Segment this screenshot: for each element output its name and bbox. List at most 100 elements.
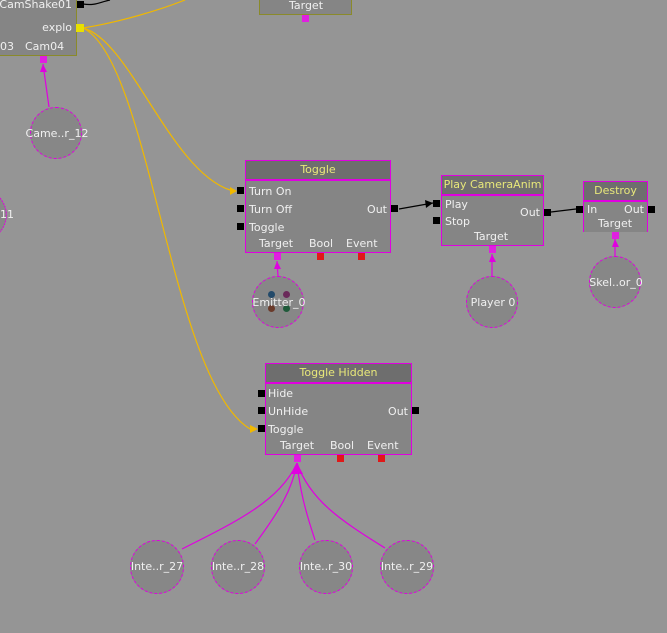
output-connector[interactable] (648, 206, 655, 213)
node-title: Toggle Hidden (266, 364, 411, 384)
output-connector[interactable] (391, 205, 398, 212)
input-connector[interactable] (258, 425, 265, 432)
play-camera-anim-node[interactable]: Play CameraAnim Play Stop Out Target (441, 175, 544, 246)
var-name: Player 0 (470, 296, 516, 309)
output-connector[interactable] (412, 407, 419, 414)
link-arrow (274, 261, 281, 269)
emitter-icon (268, 305, 275, 312)
var-connector[interactable] (489, 246, 496, 253)
input-label: Stop (445, 215, 471, 228)
input-label: Turn Off (249, 203, 293, 216)
link-arrow (612, 239, 619, 247)
var-label: Cam04 (25, 40, 65, 53)
link (296, 462, 386, 549)
input-label: Toggle (268, 423, 304, 436)
event-connector[interactable] (76, 24, 84, 32)
link (254, 462, 298, 545)
output-label: explo (42, 21, 72, 34)
link-arrow (489, 254, 496, 262)
link-arrow (40, 64, 47, 72)
toggle-node[interactable]: Toggle Turn On Turn Off Toggle Out Targe… (245, 160, 391, 253)
variable-left-shape (0, 197, 7, 233)
wire-explo-toggle (82, 27, 231, 191)
node-title: Destroy (584, 182, 647, 202)
destroy-node[interactable]: Destroy In Out Target (583, 181, 648, 232)
var-label: Event (367, 439, 399, 452)
variable-skel[interactable]: Skel..or_0 (589, 256, 643, 308)
var-name: Inte..r_30 (299, 560, 353, 573)
node-title: Play CameraAnim (442, 176, 543, 196)
var-label: Bool (330, 439, 355, 452)
link (276, 260, 279, 277)
var-name: Inte..r_28 (211, 560, 265, 573)
var-connector[interactable] (337, 455, 344, 462)
input-connector[interactable] (258, 407, 265, 414)
input-label: Play (445, 198, 468, 211)
var-connector[interactable] (378, 455, 385, 462)
variable-inte27[interactable]: Inte..r_27 (130, 540, 184, 594)
variable-camera[interactable]: Came..r_12 (26, 107, 88, 159)
top-node[interactable]: Target (259, 0, 352, 15)
var-name: Skel..or_0 (589, 276, 643, 289)
link (296, 462, 316, 541)
var-connector[interactable] (612, 232, 619, 239)
node-title: Toggle (246, 161, 390, 181)
input-label: In (587, 203, 598, 216)
output-label: Out (388, 405, 408, 418)
var-label: Target (474, 230, 509, 243)
link-arrow (291, 463, 303, 474)
var-connector[interactable] (40, 56, 47, 63)
cam-shake-node[interactable]: CamShake01 explo 03 Cam04 (0, 0, 77, 56)
output-connector[interactable] (544, 209, 551, 216)
var-connector[interactable] (317, 253, 324, 260)
output-label: Out (520, 206, 540, 219)
var-name: Came..r_12 (25, 127, 89, 140)
var-connector[interactable] (274, 253, 281, 260)
var-connector[interactable] (294, 455, 301, 462)
input-connector[interactable] (237, 205, 244, 212)
variable-emitter[interactable]: Emitter_0 (252, 276, 306, 328)
var-name: Inte..r_29 (380, 560, 434, 573)
var-label: Bool (309, 237, 334, 250)
var-name: Inte..r_27 (130, 560, 184, 573)
input-connector[interactable] (237, 223, 244, 230)
link (181, 462, 298, 550)
var-label: Target (288, 0, 324, 12)
var-label: Target (259, 237, 294, 250)
variable-left[interactable]: 11 (0, 197, 14, 233)
wire-toggle-play (398, 202, 434, 210)
var-name: 11 (0, 208, 14, 221)
input-label: Toggle (249, 221, 285, 234)
emitter-icon (283, 305, 290, 312)
wire-explo-offscreen (82, 0, 186, 29)
variable-inte30[interactable]: Inte..r_30 (299, 540, 353, 594)
emitter-icon (268, 291, 275, 298)
input-label: Hide (268, 387, 294, 400)
input-label: UnHide (268, 405, 309, 418)
input-connector[interactable] (237, 187, 244, 194)
var-connector[interactable] (302, 15, 309, 22)
input-connector[interactable] (433, 217, 440, 224)
link (42, 63, 50, 108)
wire-arrow (425, 200, 433, 208)
var-label: Event (346, 237, 378, 250)
variable-player[interactable]: Player 0 (466, 276, 518, 328)
toggle-hidden-node[interactable]: Toggle Hidden Hide UnHide Toggle Out Tar… (265, 363, 412, 455)
emitter-icon (283, 291, 290, 298)
var-connector[interactable] (358, 253, 365, 260)
wire-camshake-out (82, 0, 111, 6)
wire-arrow (250, 425, 258, 433)
input-connector[interactable] (258, 390, 265, 397)
wire-play-destroy (550, 208, 577, 213)
input-connector[interactable] (576, 206, 583, 213)
input-connector[interactable] (433, 200, 440, 207)
output-label: Out (624, 203, 644, 216)
output-label: CamShake01 (0, 0, 72, 11)
var-label: Target (598, 217, 633, 230)
variable-inte29[interactable]: Inte..r_29 (380, 540, 434, 594)
variable-inte28[interactable]: Inte..r_28 (211, 540, 265, 594)
output-connector[interactable] (77, 1, 84, 8)
var-label: Target (280, 439, 315, 452)
